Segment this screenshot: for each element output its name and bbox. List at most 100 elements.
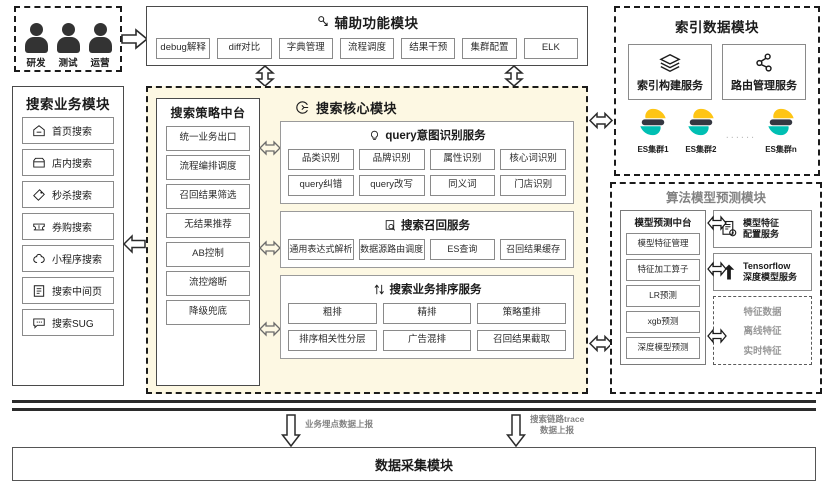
search-doc-icon (385, 219, 395, 231)
intent-chip[interactable]: 品牌识别 (358, 149, 425, 170)
sidebar-item-label: 首页搜索 (52, 127, 92, 138)
sidebar-item-label: 搜索中间页 (52, 287, 102, 298)
sidebar-item-label: 券购搜索 (52, 223, 92, 234)
strategy-item[interactable]: 降级兜底 (166, 300, 250, 325)
config-doc-icon (722, 220, 737, 237)
arrow-label-trace: 搜索链路trace 数据上报 (530, 414, 640, 436)
aux-chip[interactable]: diff对比 (217, 38, 272, 59)
ranking-chip[interactable]: 召回结果截取 (477, 330, 566, 351)
arrow-aux-core-right (504, 65, 524, 87)
strategy-item[interactable]: 召回结果筛选 (166, 184, 250, 209)
person-icon (56, 37, 80, 53)
sidebar-item-middle-page[interactable]: 搜索中间页 (22, 277, 114, 304)
aux-chip[interactable]: ELK (523, 38, 578, 59)
sidebar-item-label: 店内搜索 (52, 159, 92, 170)
strategy-item[interactable]: 流控熔断 (166, 271, 250, 296)
aux-chip[interactable]: 结果干预 (401, 38, 456, 59)
feature-data-box: 特征数据 离线特征 实时特征 (713, 296, 812, 365)
aux-chip[interactable]: 流程调度 (339, 38, 395, 59)
sidebar-item-home-search[interactable]: 首页搜索 (22, 117, 114, 144)
model-feature-config-service[interactable]: 模型特征 配置服务 (713, 210, 812, 248)
strategy-item[interactable]: 流程编排调度 (166, 155, 250, 180)
tensorflow-label: Tensorflow 深度模型服务 (743, 261, 797, 284)
role-person (55, 23, 81, 53)
person-icon (29, 23, 43, 36)
intent-chip[interactable]: query纠错 (288, 175, 354, 196)
aux-chip[interactable]: 集群配置 (462, 38, 517, 59)
intent-chip[interactable]: query改写 (358, 175, 425, 196)
es-cluster[interactable]: ES集群2 (678, 107, 724, 155)
model-center-list: 模型特征管理 特征加工算子 LR预测 xgb预测 深度模型预测 (626, 233, 700, 359)
tools-icon (317, 16, 328, 27)
recall-chip[interactable]: ES查询 (429, 239, 496, 260)
ranking-chip[interactable]: 排序相关性分层 (288, 330, 377, 351)
data-collection-module: 数据采集模块 (12, 447, 816, 481)
intent-chip[interactable]: 品类识别 (288, 149, 354, 170)
aux-chip[interactable]: 字典管理 (278, 38, 333, 59)
model-prediction-center: 模型预测中台 模型特征管理 特征加工算子 LR预测 xgb预测 深度模型预测 (620, 210, 706, 365)
sidebar-item-miniapp-search[interactable]: 小程序搜索 (22, 245, 114, 272)
es-cluster-row: ES集群1 ES集群2 ...... ES集群n (616, 100, 818, 155)
arrow-mc-tensorflow (707, 261, 727, 277)
arrow-roles-to-aux (121, 28, 149, 50)
aux-module-title-row: 辅助功能模块 (147, 12, 587, 32)
recall-grid: 通用表达式解析 数据源路由调度 ES查询 召回结果缓存 (288, 239, 566, 260)
sidebar-item-store-search[interactable]: 店内搜索 (22, 149, 114, 176)
search-ranking-panel: 搜索业务排序服务 粗排 精排 策略重排 排序相关性分层 广告混排 召回结果截取 (280, 275, 574, 359)
strategy-item[interactable]: AB控制 (166, 242, 250, 267)
intent-chip[interactable]: 同义词 (429, 175, 496, 196)
recall-chip[interactable]: 数据源路由调度 (358, 239, 425, 260)
layers-icon (659, 53, 681, 72)
ranking-grid: 粗排 精排 策略重排 排序相关性分层 广告混排 召回结果截取 (288, 303, 566, 351)
miniapp-icon (33, 253, 45, 263)
ranking-chip[interactable]: 精排 (382, 303, 472, 324)
aux-chip[interactable]: debug解释 (156, 38, 211, 59)
store-icon (33, 157, 45, 168)
feature-realtime: 实时特征 (743, 346, 782, 358)
query-intent-grid: 品类识别 品牌识别 属性识别 核心词识别 query纠错 query改写 同义词… (288, 149, 566, 196)
ranking-chip[interactable]: 策略重排 (477, 303, 566, 324)
intent-chip[interactable]: 门店识别 (500, 175, 566, 196)
model-center-item[interactable]: 模型特征管理 (626, 233, 700, 255)
es-cluster-label: ES集群1 (637, 145, 669, 154)
strategy-item[interactable]: 无结果推荐 (166, 213, 250, 238)
ranking-chip[interactable]: 广告混排 (382, 330, 472, 351)
es-cluster[interactable]: ES集群1 (630, 107, 676, 155)
es-cluster-label: ES集群n (765, 145, 797, 154)
intent-chip[interactable]: 核心词识别 (500, 149, 566, 170)
index-build-label: 索引构建服务 (637, 79, 703, 92)
es-ellipsis: ...... (725, 129, 757, 141)
sidebar-item-flashsale-search[interactable]: 秒杀搜索 (22, 181, 114, 208)
svc-line1: 模型特征 (743, 217, 780, 228)
sidebar-item-label: 搜索SUG (52, 319, 94, 330)
role-person (23, 23, 49, 53)
model-center-item[interactable]: xgb预测 (626, 311, 700, 333)
index-build-service[interactable]: 索引构建服务 (628, 44, 712, 100)
es-cluster[interactable]: ES集群n (758, 107, 804, 155)
roles-box: 研发 测试 运营 (14, 6, 122, 72)
sidebar-list: 首页搜索 店内搜索 秒杀搜索 (13, 117, 123, 336)
role-label: 测试 (58, 58, 78, 69)
model-center-item[interactable]: LR预测 (626, 285, 700, 307)
person-icon (24, 37, 48, 53)
arrow-label-business: 业务埋点数据上报 (305, 419, 425, 430)
ranking-chip[interactable]: 粗排 (288, 303, 377, 324)
route-manage-service[interactable]: 路由管理服务 (722, 44, 806, 100)
model-center-item[interactable]: 特征加工算子 (626, 259, 700, 281)
recall-chip[interactable]: 召回结果缓存 (500, 239, 566, 260)
tensorflow-deep-model-service[interactable]: Tensorflow 深度模型服务 (713, 253, 812, 291)
recall-chip[interactable]: 通用表达式解析 (288, 239, 354, 260)
strategy-list: 统一业务出口 流程编排调度 召回结果筛选 无结果推荐 AB控制 流控熔断 降级兜… (157, 126, 259, 325)
es-cluster-label: ES集群2 (685, 145, 717, 154)
sidebar-item-coupon-search[interactable]: 券购搜索 (22, 213, 114, 240)
sidebar-item-search-sug[interactable]: 搜索SUG (22, 309, 114, 336)
model-center-item[interactable]: 深度模型预测 (626, 337, 700, 359)
intent-chip[interactable]: 属性识别 (429, 149, 496, 170)
algo-module-title: 算法模型预测模块 (665, 191, 766, 205)
tensorflow-icon (723, 264, 735, 280)
svc-line2: 深度模型服务 (743, 272, 798, 282)
arrow-trace-report (505, 414, 527, 448)
route-manage-label: 路由管理服务 (731, 79, 797, 92)
strategy-item[interactable]: 统一业务出口 (166, 126, 250, 151)
